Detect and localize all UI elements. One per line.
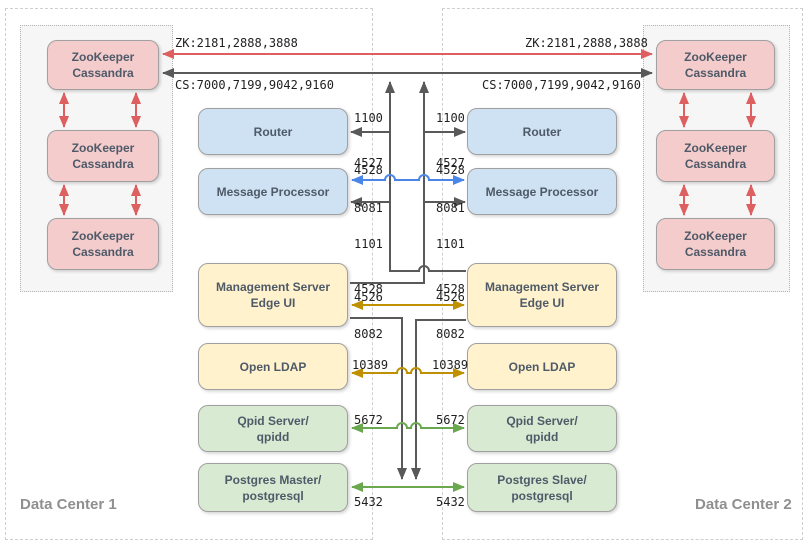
mp-ports-label-right: 1101 4528 8082 xyxy=(436,207,465,372)
port-value: 1100 xyxy=(436,111,465,125)
port-value: 8081 xyxy=(354,201,383,215)
openldap-node-dc1: Open LDAP xyxy=(198,343,348,390)
node-label: Edge UI xyxy=(250,296,296,310)
node-label: Postgres Master/ xyxy=(224,472,322,487)
node-label: Edge UI xyxy=(519,296,565,310)
port-value: 8082 xyxy=(354,327,383,341)
node-label: Cassandra xyxy=(684,66,747,80)
ldap-port-label-left: 10389 xyxy=(352,358,389,372)
node-label: ZooKeeper xyxy=(71,229,135,243)
port-value: 8082 xyxy=(436,327,465,341)
zk-ports-label-left: ZK:2181,2888,3888 xyxy=(175,36,298,50)
port-value: 1101 xyxy=(436,237,465,251)
node-label: Qpid Server/ xyxy=(237,413,309,428)
zookeeper-cassandra-node: ZooKeeper Cassandra xyxy=(47,40,159,90)
zookeeper-cassandra-node: ZooKeeper Cassandra xyxy=(656,218,775,270)
node-label: ZooKeeper xyxy=(684,229,747,243)
zk-ports-label-right: ZK:2181,2888,3888 xyxy=(525,36,648,50)
zookeeper-cassandra-node: ZooKeeper Cassandra xyxy=(656,130,775,182)
zookeeper-cassandra-node: ZooKeeper Cassandra xyxy=(47,130,159,182)
node-label: Management Server xyxy=(215,280,331,294)
postgres-port-label-right: 5432 xyxy=(436,495,465,509)
management-server-node-dc1: Management Server Edge UI xyxy=(198,263,348,327)
openldap-node-dc2: Open LDAP xyxy=(467,343,617,390)
postgres-master-node-dc1: Postgres Master/ postgresql xyxy=(198,463,348,512)
node-label: Open LDAP xyxy=(508,359,576,374)
qpid-node-dc2: Qpid Server/ qpidd xyxy=(467,405,617,452)
zookeeper-cassandra-node: ZooKeeper Cassandra xyxy=(656,40,775,90)
node-label: Cassandra xyxy=(684,157,747,171)
node-label: postgresql xyxy=(511,488,573,503)
node-label: Management Server xyxy=(484,280,600,294)
data-center-2-label: Data Center 2 xyxy=(695,496,792,513)
node-label: Router xyxy=(253,124,293,139)
postgres-port-label-left: 5432 xyxy=(354,495,383,509)
router-node-dc1: Router xyxy=(198,108,348,155)
mp-sync-port-label-right: 4528 xyxy=(436,163,465,177)
data-center-1-label: Data Center 1 xyxy=(20,496,117,513)
ms-port-label-right: 4526 xyxy=(436,290,465,304)
node-label: Cassandra xyxy=(684,245,747,259)
mp-sync-port-label-left: 4528 xyxy=(354,163,383,177)
router-ports-label-left: 1100 4527 8081 xyxy=(354,81,383,246)
ms-port-label-left: 4526 xyxy=(354,290,383,304)
port-value: 4527 xyxy=(436,156,465,170)
port-value: 4527 xyxy=(354,156,383,170)
cs-ports-label-right: CS:7000,7199,9042,9160 xyxy=(482,78,641,92)
node-label: qpidd xyxy=(256,429,290,444)
node-label: ZooKeeper xyxy=(71,50,135,64)
port-value: 1100 xyxy=(354,111,383,125)
mp-ports-label-left: 1101 4528 8082 xyxy=(354,207,383,372)
cs-ports-label-left: CS:7000,7199,9042,9160 xyxy=(175,78,334,92)
node-label: Cassandra xyxy=(72,66,134,80)
node-label: ZooKeeper xyxy=(684,50,747,64)
node-label: Router xyxy=(522,124,562,139)
node-label: Cassandra xyxy=(72,157,134,171)
port-value: 4528 xyxy=(354,282,383,296)
node-label: Open LDAP xyxy=(239,359,307,374)
node-label: Message Processor xyxy=(216,184,330,199)
router-node-dc2: Router xyxy=(467,108,617,155)
node-label: qpidd xyxy=(525,429,559,444)
node-label: Postgres Slave/ xyxy=(497,472,587,487)
zookeeper-cassandra-node: ZooKeeper Cassandra xyxy=(47,218,159,270)
message-processor-node-dc1: Message Processor xyxy=(198,168,348,215)
node-label: postgresql xyxy=(242,488,304,503)
ldap-port-label-right: 10389 xyxy=(432,358,469,372)
node-label: Cassandra xyxy=(72,245,134,259)
node-label: ZooKeeper xyxy=(71,141,135,155)
port-value: 4528 xyxy=(436,282,465,296)
router-ports-label-right: 1100 4527 8081 xyxy=(436,81,465,246)
postgres-slave-node-dc2: Postgres Slave/ postgresql xyxy=(467,463,617,512)
qpid-port-label-left: 5672 xyxy=(354,413,383,427)
management-server-node-dc2: Management Server Edge UI xyxy=(467,263,617,327)
node-label: ZooKeeper xyxy=(684,141,747,155)
node-label: Message Processor xyxy=(485,184,599,199)
message-processor-node-dc2: Message Processor xyxy=(467,168,617,215)
qpid-node-dc1: Qpid Server/ qpidd xyxy=(198,405,348,452)
port-value: 1101 xyxy=(354,237,383,251)
port-value: 8081 xyxy=(436,201,465,215)
node-label: Qpid Server/ xyxy=(506,413,578,428)
qpid-port-label-right: 5672 xyxy=(436,413,465,427)
